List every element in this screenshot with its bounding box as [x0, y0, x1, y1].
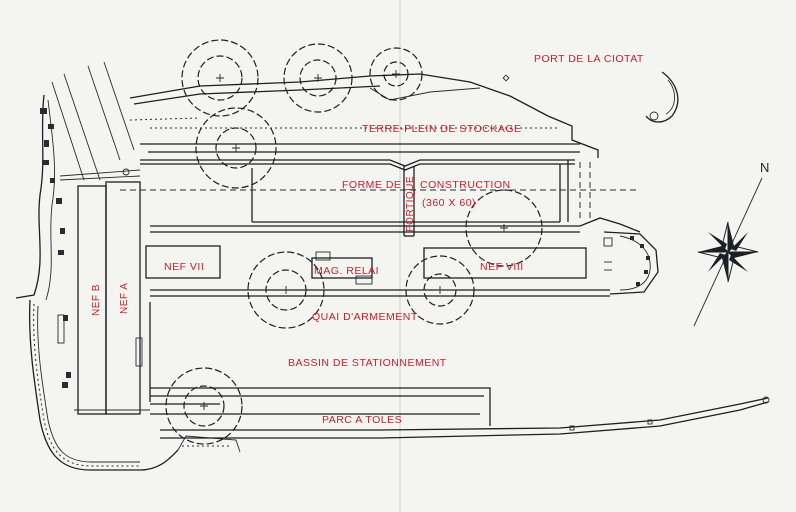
middle-jetty	[145, 217, 659, 295]
label-construction: CONSTRUCTION	[420, 179, 511, 191]
label-nef-viii: NEF VIII	[480, 261, 524, 273]
label-nef-a: NEF A	[119, 283, 130, 314]
label-port: PORT DE LA CIOTAT	[534, 53, 644, 65]
label-forme: FORME DE	[342, 179, 401, 191]
nef-buildings-west	[57, 181, 150, 415]
label-bassin: BASSIN DE STATIONNEMENT	[288, 357, 447, 369]
access-road	[51, 61, 141, 181]
coastline	[15, 94, 241, 471]
dry-dock	[120, 159, 640, 237]
label-terre-plein: TERRE-PLEIN DE STOCKAGE	[362, 123, 522, 135]
label-portique: PORTIQUE	[405, 176, 416, 232]
north-label: N	[760, 160, 769, 175]
label-nef-b: NEF B	[91, 284, 102, 316]
quai-armement	[149, 289, 610, 402]
label-dimensions: (360 X 60)	[422, 197, 476, 209]
compass-rose-icon	[693, 177, 763, 327]
label-nef-vii: NEF VII	[164, 261, 204, 273]
label-quai: QUAI D'ARMEMENT	[312, 311, 418, 323]
label-mag-relai: MAG. RELAI	[314, 265, 379, 277]
parc-a-toles	[150, 387, 770, 439]
crane-radii	[165, 39, 543, 445]
terre-plein-outline	[129, 73, 599, 158]
label-parc: PARC A TOLES	[322, 414, 402, 426]
offshore-rock	[502, 71, 679, 123]
